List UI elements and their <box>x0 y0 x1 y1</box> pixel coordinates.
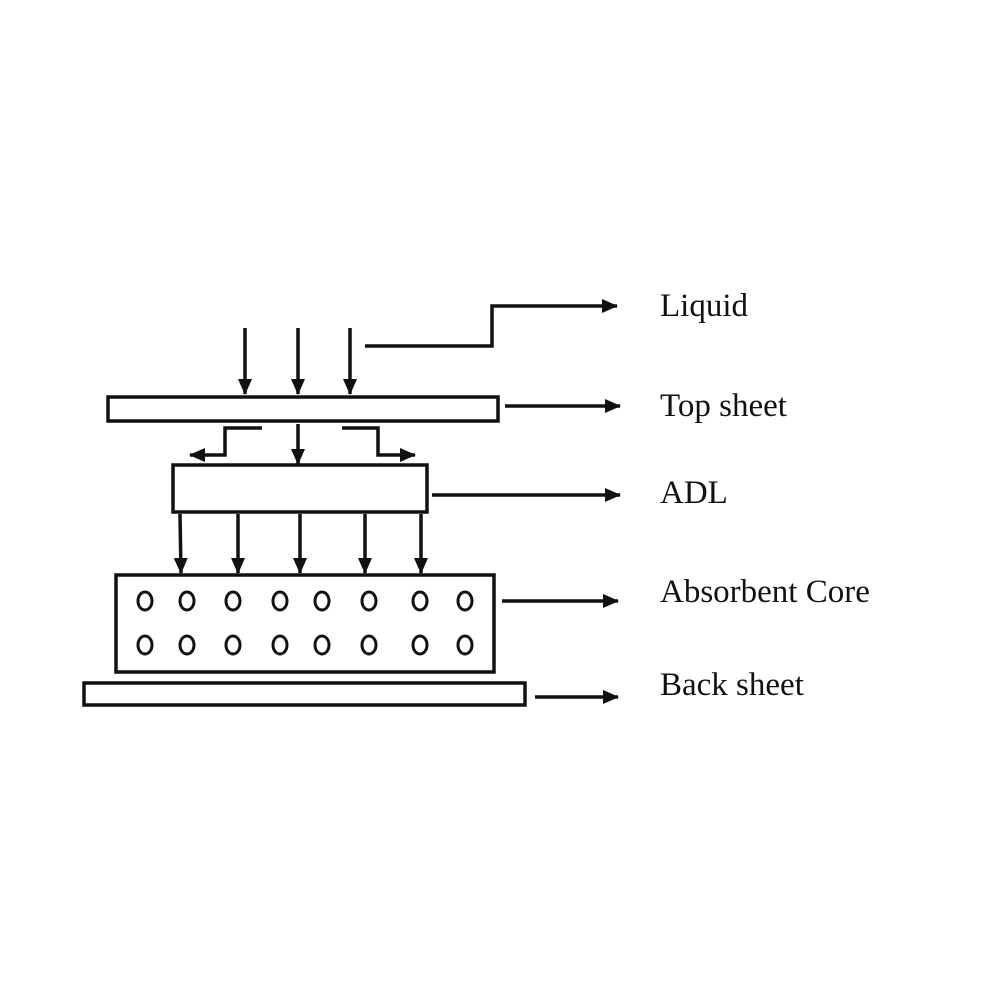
particle-circle <box>136 590 154 612</box>
particle-circle <box>411 590 429 612</box>
absorbent-particles <box>136 590 474 656</box>
particle-circle <box>456 590 474 612</box>
label-top-sheet: Top sheet <box>660 388 787 424</box>
particle-circle <box>136 634 154 656</box>
spread-right-arrow <box>342 426 416 462</box>
adl-core-arrow <box>173 513 188 574</box>
particle-circle <box>178 634 196 656</box>
spread-left-arrow <box>189 426 262 462</box>
particle-circle <box>224 590 242 612</box>
particle-circle <box>271 590 289 612</box>
particle-circle <box>178 590 196 612</box>
label-liquid: Liquid <box>660 288 748 324</box>
particle-circle <box>360 590 378 612</box>
top-sheet-layer <box>106 395 500 423</box>
particle-circle <box>411 634 429 656</box>
particle-circle <box>271 634 289 656</box>
absorbent-core-layer <box>114 573 496 674</box>
particle-circle <box>456 634 474 656</box>
particle-circle <box>313 590 331 612</box>
particle-circle <box>360 634 378 656</box>
label-back-sheet: Back sheet <box>660 667 804 703</box>
liquid-label-connector <box>365 299 618 348</box>
back-sheet-layer <box>82 681 527 707</box>
label-absorbent-core: Absorbent Core <box>660 574 870 610</box>
adl-layer <box>171 463 429 514</box>
particle-circle <box>313 634 331 656</box>
particle-circle <box>224 634 242 656</box>
label-adl: ADL <box>660 475 728 511</box>
